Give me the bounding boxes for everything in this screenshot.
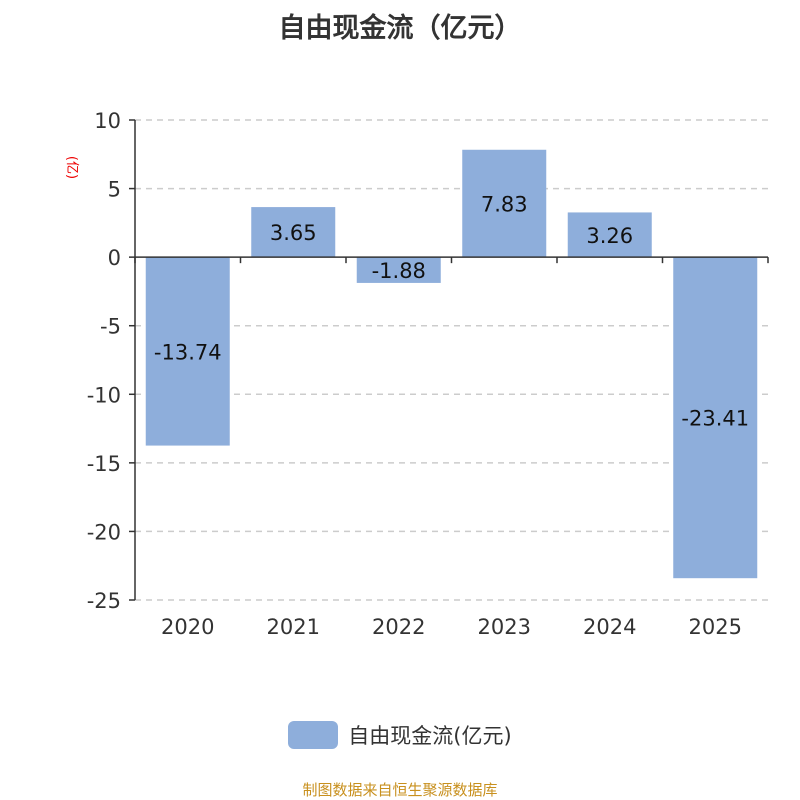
y-tick-label: 0 xyxy=(108,246,121,270)
bar-2021 xyxy=(251,207,336,258)
x-tick-label: 2021 xyxy=(267,615,320,639)
bar-2025 xyxy=(673,257,758,579)
bar-2024 xyxy=(567,212,652,258)
source-note: 制图数据来自恒生聚源数据库 xyxy=(302,781,498,799)
y-tick-label: 10 xyxy=(94,109,121,133)
data-label: -23.41 xyxy=(681,407,749,431)
x-tick-label: 2023 xyxy=(478,615,531,639)
y-tick-label: -15 xyxy=(87,452,121,476)
x-tick-label: 2020 xyxy=(161,615,214,639)
bar-2023 xyxy=(462,149,547,258)
chart-title: 自由现金流（亿元） xyxy=(278,13,522,44)
y-tick-label: -5 xyxy=(100,315,121,339)
data-label: 3.65 xyxy=(270,221,317,245)
bar-2022 xyxy=(356,257,441,283)
y-tick-label: -25 xyxy=(87,589,121,613)
data-label: 3.26 xyxy=(586,224,633,248)
data-label: -13.74 xyxy=(154,340,222,364)
legend-swatch xyxy=(288,721,339,749)
x-tick-label: 2025 xyxy=(689,615,742,639)
data-label: 7.83 xyxy=(481,192,528,216)
data-label: -1.88 xyxy=(372,259,426,283)
y-tick-label: 5 xyxy=(108,178,121,202)
y-tick-label: -10 xyxy=(87,383,121,407)
legend-label: 自由现金流(亿元) xyxy=(348,724,512,748)
y-tick-label: -20 xyxy=(87,520,121,544)
legend[interactable]: 自由现金流(亿元) xyxy=(0,720,800,750)
x-tick-label: 2024 xyxy=(583,615,636,639)
bar-2020 xyxy=(145,257,230,446)
x-tick-label: 2022 xyxy=(372,615,425,639)
